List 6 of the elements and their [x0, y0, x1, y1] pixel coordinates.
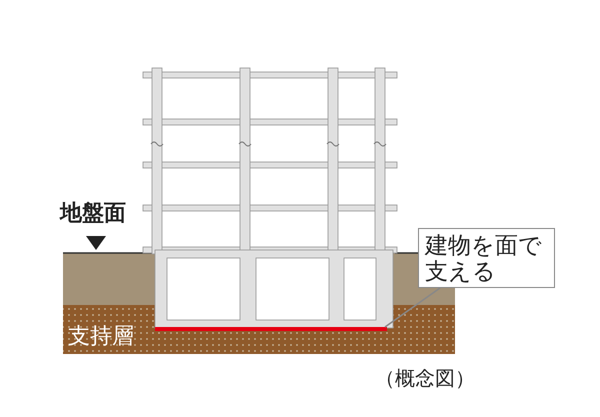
bearing-layer-label: 支持層 [68, 326, 134, 348]
foundation-slab [155, 327, 387, 331]
diagram-note: （概念図） [375, 368, 475, 388]
ground-level-label: 地盤面 [60, 203, 126, 225]
callout-box [418, 228, 555, 288]
callout-text: 建物を面で支える [425, 233, 542, 285]
